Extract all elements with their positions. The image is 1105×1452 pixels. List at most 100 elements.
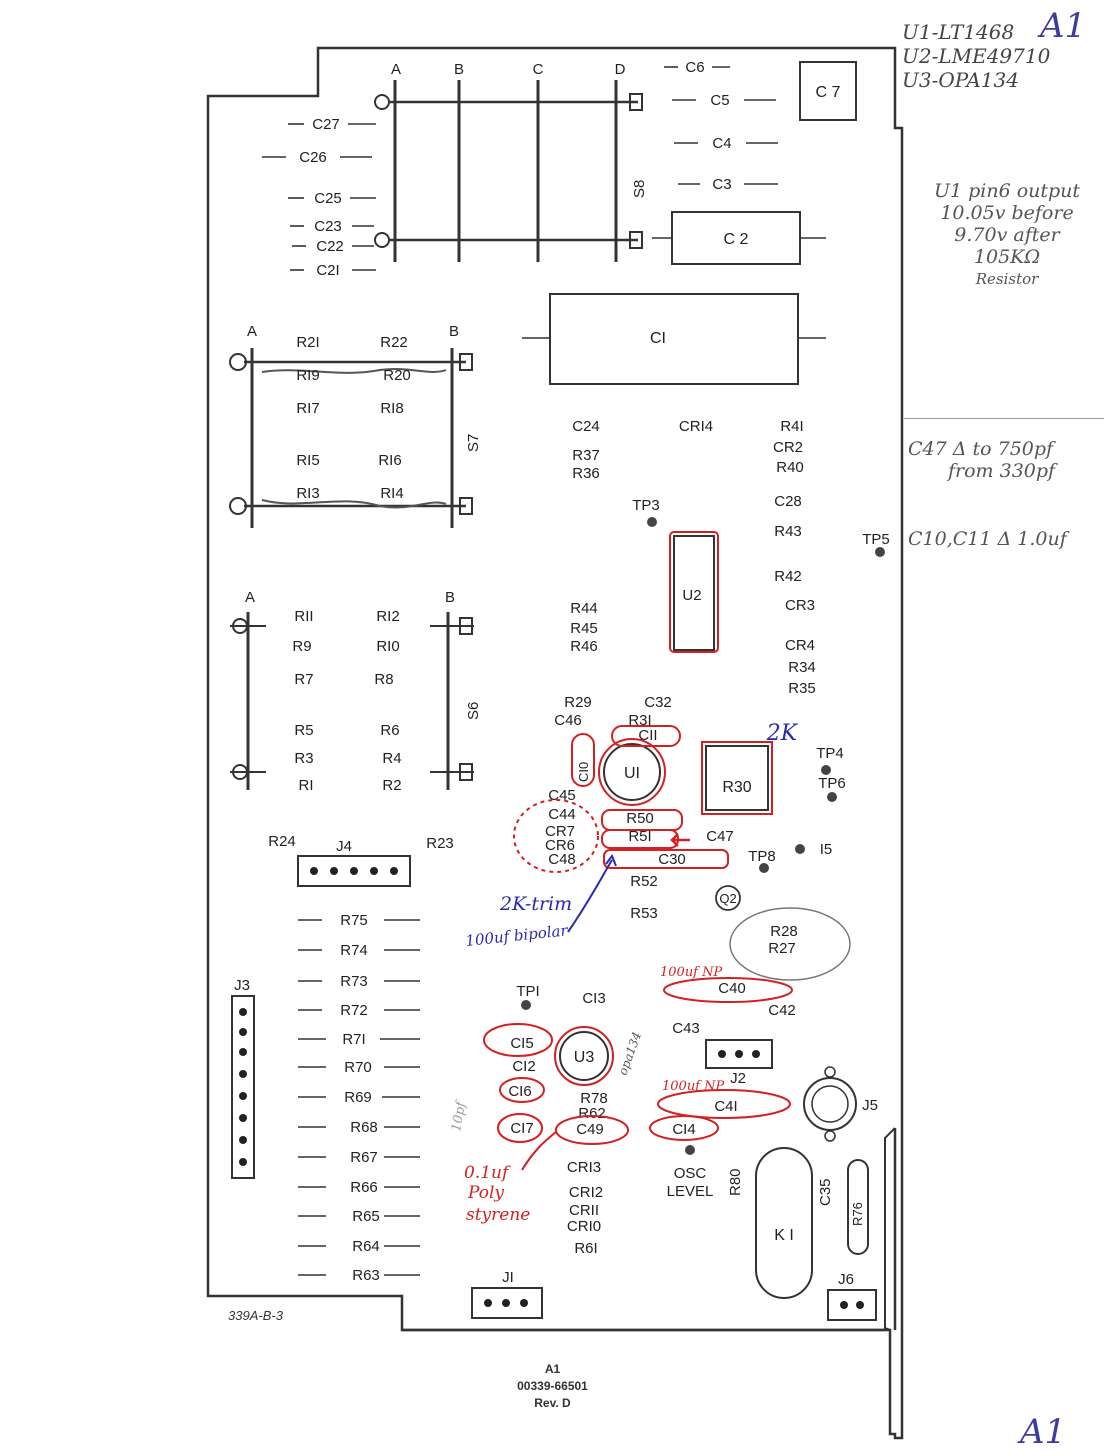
c7-body bbox=[799, 61, 857, 121]
r45-label: R45 bbox=[570, 620, 598, 637]
u2-label: U2 bbox=[682, 587, 701, 604]
r2-label: R2 bbox=[382, 777, 401, 794]
r21-label: R2I bbox=[296, 334, 319, 351]
tp3-pad bbox=[647, 517, 657, 527]
c30-label: C30 bbox=[658, 851, 686, 868]
r76-label: R76 bbox=[850, 1202, 865, 1226]
board-notch-right bbox=[884, 1127, 896, 1331]
r14-label: RI4 bbox=[380, 485, 403, 502]
tp5-pad bbox=[875, 547, 885, 557]
j6-pins bbox=[840, 1301, 864, 1309]
s7-pole-a: A bbox=[247, 323, 257, 340]
note-line: U1 pin6 output bbox=[933, 180, 1081, 202]
board-code: 339A-B-3 bbox=[228, 1308, 283, 1323]
note-line: C10,C11 Δ 1.0uf bbox=[908, 528, 1067, 550]
r12-label: RI2 bbox=[376, 608, 399, 625]
ic-list-note: U1-LT1468 U2-LME49710 U3-OPA134 bbox=[902, 20, 1050, 92]
r76-body bbox=[847, 1159, 869, 1255]
r63-label: R63 bbox=[352, 1267, 380, 1284]
r37-label: R37 bbox=[572, 447, 600, 464]
c30-markup bbox=[603, 849, 729, 869]
c43-label: C43 bbox=[672, 1020, 700, 1037]
r15-label: RI5 bbox=[296, 452, 319, 469]
s8-pole-a: A bbox=[391, 61, 401, 78]
bottom-corner-mark: A1 bbox=[1020, 1412, 1067, 1452]
r17-label: RI7 bbox=[296, 400, 319, 417]
footer-revision: Rev. D bbox=[534, 1396, 571, 1410]
c27-label: C27 bbox=[312, 116, 340, 133]
u2-body bbox=[673, 535, 715, 651]
j3-pins bbox=[239, 1008, 247, 1166]
r30-value-note: 2K bbox=[766, 721, 799, 746]
c14-label: CI4 bbox=[672, 1121, 695, 1138]
corner-mark: A1 bbox=[1040, 6, 1087, 46]
c3-label: C3 bbox=[712, 176, 731, 193]
r44-label: R44 bbox=[570, 600, 598, 617]
c40-label: C40 bbox=[718, 980, 746, 997]
c17-label: CI7 bbox=[510, 1120, 533, 1137]
lower-component-labels: TPI CI3 C40 C42 C43 CI5 CI2 J2 CI6 R78 R… bbox=[508, 980, 878, 1257]
ic-list-line: U2-LME49710 bbox=[902, 44, 1051, 68]
r61-label: R6I bbox=[574, 1240, 597, 1257]
tp4-label: TP4 bbox=[816, 745, 844, 762]
switch-s6 bbox=[230, 612, 474, 790]
r22-label: R22 bbox=[380, 334, 408, 351]
cr4-label: CR4 bbox=[785, 637, 815, 654]
switch-s7 bbox=[229, 348, 473, 528]
r16-label: RI6 bbox=[378, 452, 401, 469]
r80-label: R80 bbox=[727, 1168, 744, 1196]
c5-label: C5 bbox=[710, 92, 729, 109]
j6-label: J6 bbox=[838, 1271, 854, 1288]
c40-value-note: 100uf NP bbox=[660, 965, 723, 980]
r71-label: R7I bbox=[342, 1031, 365, 1048]
c23-label: C23 bbox=[314, 218, 342, 235]
s8-label: S8 bbox=[631, 180, 648, 198]
left-cap-leads bbox=[262, 123, 376, 271]
r11-label: RII bbox=[294, 608, 313, 625]
r24-label: R24 bbox=[268, 833, 296, 850]
c45-label: C45 bbox=[548, 787, 576, 804]
i15-pad bbox=[795, 844, 805, 854]
s8-pole-b: B bbox=[454, 61, 464, 78]
c49-red-note: 0.1uf Poly styrene bbox=[464, 1131, 557, 1225]
lower-cap-markups bbox=[483, 977, 793, 1145]
r28-label: R28 bbox=[770, 923, 798, 940]
tp8-pad bbox=[759, 863, 769, 873]
r3-label: R3 bbox=[294, 750, 313, 767]
r73-label: R73 bbox=[340, 973, 368, 990]
r40-label: R40 bbox=[776, 459, 804, 476]
u1-voltage-note: U1 pin6 output 10.05v before 9.70v after… bbox=[912, 180, 1102, 290]
cr12-label: CRI2 bbox=[569, 1184, 603, 1201]
c1-body bbox=[549, 293, 799, 385]
r27-label: R27 bbox=[768, 940, 796, 957]
u1-body bbox=[603, 743, 661, 801]
j1-body bbox=[471, 1287, 543, 1319]
c6-leads bbox=[664, 66, 778, 185]
j4-label: J4 bbox=[336, 838, 352, 855]
j1-pins bbox=[484, 1299, 528, 1307]
footer-part-number: 00339-66501 bbox=[517, 1379, 588, 1393]
c47-label: C47 bbox=[706, 828, 734, 845]
tp5-label: TP5 bbox=[862, 531, 890, 548]
tp1-pad bbox=[521, 1000, 531, 1010]
c22-label: C22 bbox=[316, 238, 344, 255]
r66-label: R66 bbox=[350, 1179, 378, 1196]
c15-label: CI5 bbox=[510, 1035, 533, 1052]
s8-pole-c: C bbox=[533, 61, 544, 78]
j5-label: J5 bbox=[862, 1097, 878, 1114]
trim-note: 2K-trim bbox=[499, 893, 572, 915]
r20-label: R20 bbox=[383, 367, 411, 384]
tp8-label: TP8 bbox=[748, 848, 776, 865]
j5-inner bbox=[811, 1085, 849, 1123]
r13-label: RI3 bbox=[296, 485, 319, 502]
r46-label: R46 bbox=[570, 638, 598, 655]
r9-label: R9 bbox=[292, 638, 311, 655]
r7-label: R7 bbox=[294, 671, 313, 688]
cr14-label: CRI4 bbox=[679, 418, 713, 435]
c1-label: CI bbox=[650, 330, 666, 347]
j4-body bbox=[297, 855, 411, 887]
cr2-label: CR2 bbox=[773, 439, 803, 456]
tp6-label: TP6 bbox=[818, 775, 846, 792]
r42-label: R42 bbox=[774, 568, 802, 585]
